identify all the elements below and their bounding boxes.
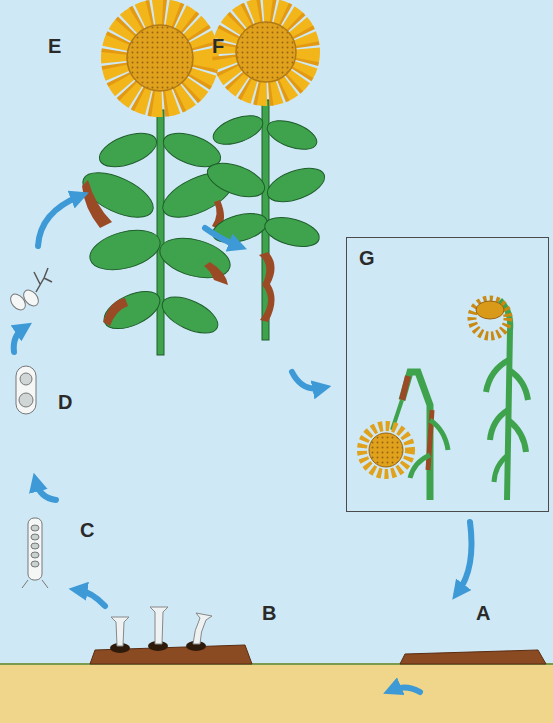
panel-letter: A bbox=[476, 603, 490, 623]
panel-letter: F bbox=[212, 36, 224, 56]
panel-letter: B bbox=[262, 603, 276, 623]
log-b-apothecia bbox=[90, 607, 252, 664]
ascus bbox=[22, 518, 48, 588]
ascospore bbox=[16, 366, 36, 414]
cycle-arrow bbox=[36, 482, 56, 500]
cycle-arrow bbox=[392, 687, 420, 692]
sunflower-f bbox=[203, 10, 329, 340]
cycle-arrow bbox=[14, 328, 24, 352]
panel-letter: C bbox=[80, 520, 94, 540]
inset-box: G bbox=[346, 237, 549, 512]
panel-letter: G bbox=[359, 248, 375, 268]
wilted-plants bbox=[362, 300, 528, 500]
cycle-arrow bbox=[205, 228, 238, 246]
cycle-arrow bbox=[38, 196, 80, 246]
cycle-arrow bbox=[78, 590, 105, 606]
cycle-arrow bbox=[458, 522, 472, 592]
panel-letter: E bbox=[48, 36, 61, 56]
log-a bbox=[400, 650, 546, 664]
germinating-spore bbox=[8, 268, 52, 313]
cycle-arrow bbox=[292, 372, 322, 389]
panel-letter: D bbox=[58, 392, 72, 412]
